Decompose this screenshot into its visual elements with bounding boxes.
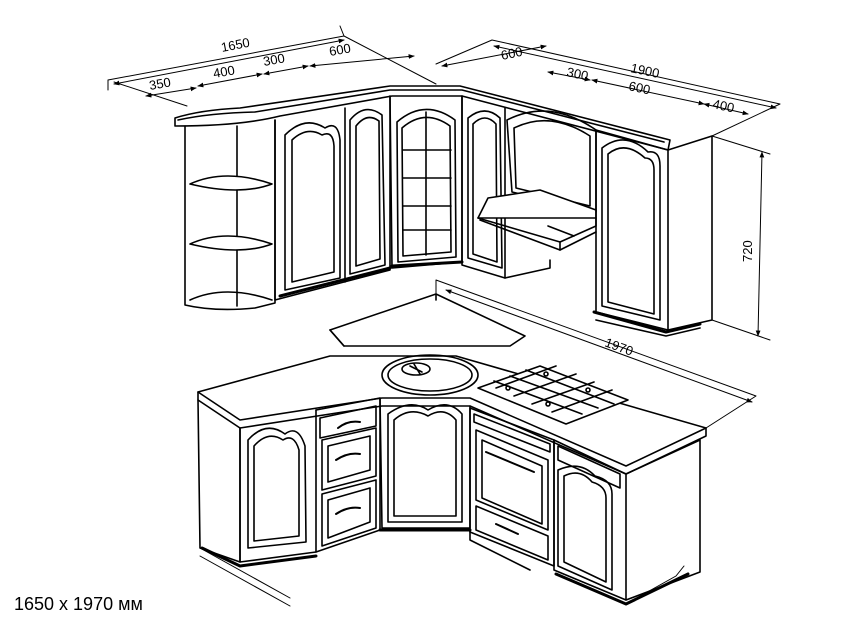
lower-door-1 [247,427,307,549]
upper-door-2 [349,108,386,275]
dim-400-left: 400 [212,62,236,81]
dim-300-left: 300 [262,50,286,69]
dim-300-right: 300 [565,64,589,83]
size-caption: 1650 x 1970 мм [14,594,143,614]
upper-door-3 [467,110,503,269]
dim-600-left: 600 [328,40,352,59]
dim-600-right-2: 600 [627,78,651,97]
dim-1970: 1970 [603,335,635,359]
open-shelf-unit [184,119,276,311]
glass-corner-cabinet [389,95,464,269]
dim-720: 720 [740,240,755,262]
right-top-drawer [557,445,621,489]
sink-door [387,404,463,523]
dim-1900: 1900 [629,60,660,81]
upper-door-1 [284,122,341,291]
dimension-labels: 1650 350 400 300 600 600 1900 300 600 40… [148,35,755,359]
dim-1650: 1650 [220,35,251,55]
dim-600-right: 600 [500,44,524,63]
dim-350: 350 [148,74,172,93]
range-hood [477,189,597,251]
lower-cabinets [197,293,707,606]
lower-door-2 [557,465,613,591]
upper-door-4 [601,139,661,321]
upper-cabinets [174,85,713,337]
oven [469,407,555,567]
top-drawer [319,405,377,439]
dimension-lines [107,25,781,607]
dim-400-right: 400 [711,96,735,115]
